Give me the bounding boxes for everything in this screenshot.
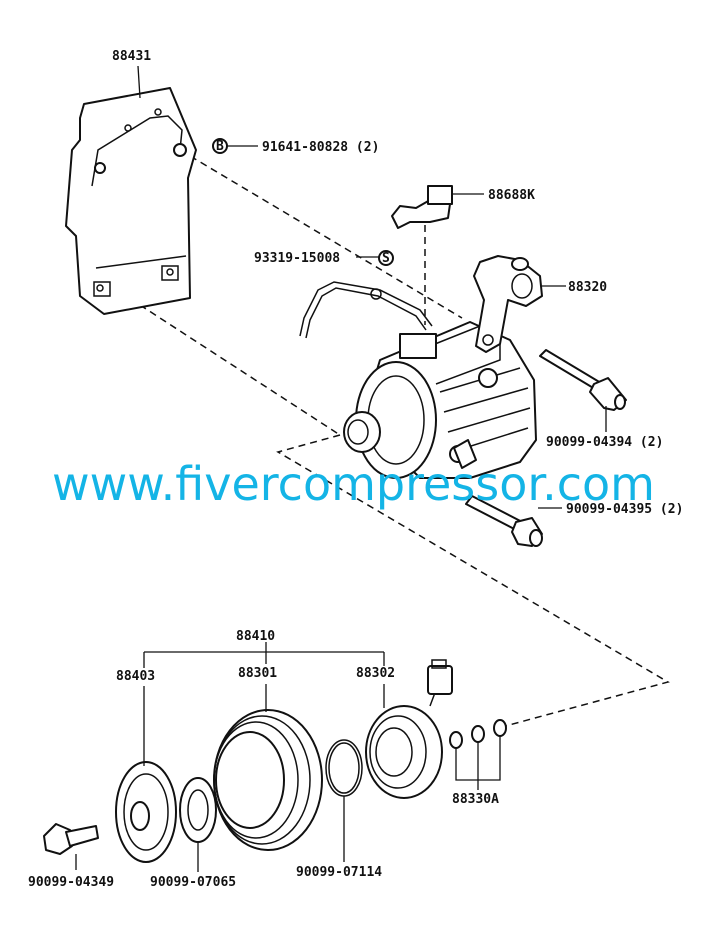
label-91641-80828: 91641-80828 (2) [262,140,379,155]
label-90099-07065: 90099-07065 [150,875,236,890]
part-labels: 88431 91641-80828 (2) 88688K 93319-15008… [28,49,683,890]
label-88431: 88431 [112,49,151,64]
watermark-text: www.fivercompressor.com [52,457,655,511]
compressor-body [343,321,537,479]
label-88410: 88410 [236,629,275,644]
leader-lines [137,65,607,509]
shims-88330a [449,719,507,790]
label-90099-04349: 90099-04349 [28,875,114,890]
clip-88688k [391,185,453,229]
marker-s-text: S [382,251,390,266]
label-88403: 88403 [116,669,155,684]
pulley-88301 [213,684,323,851]
label-88688k: 88688K [488,188,535,203]
label-88330a: 88330A [452,792,499,807]
label-93319-15008: 93319-15008 [254,251,340,266]
valve-88320 [473,255,543,353]
bolt-90099-04395 [465,495,543,547]
snap-ring-90099-07114 [325,739,363,862]
bolt-90099-04394 [539,349,627,411]
bolt-90099-04349 [43,823,99,870]
label-88301: 88301 [238,666,277,681]
bolt-marker-b: B [212,138,228,154]
field-coil-88302 [365,659,453,799]
hub-88403 [115,686,177,863]
assembly-dashed-lines [139,149,670,729]
label-90099-04394: 90099-04394 (2) [546,435,663,450]
wire-harness [299,281,433,339]
group-88410-bracket [143,642,385,668]
marker-b-text: B [216,139,224,154]
label-90099-04395: 90099-04395 (2) [566,502,683,517]
screw-marker-s: S [378,250,394,266]
label-88320: 88320 [568,280,607,295]
bracket-88431 [65,87,197,315]
label-88302: 88302 [356,666,395,681]
label-90099-07114: 90099-07114 [296,865,382,880]
shim-90099-07065 [179,777,217,872]
